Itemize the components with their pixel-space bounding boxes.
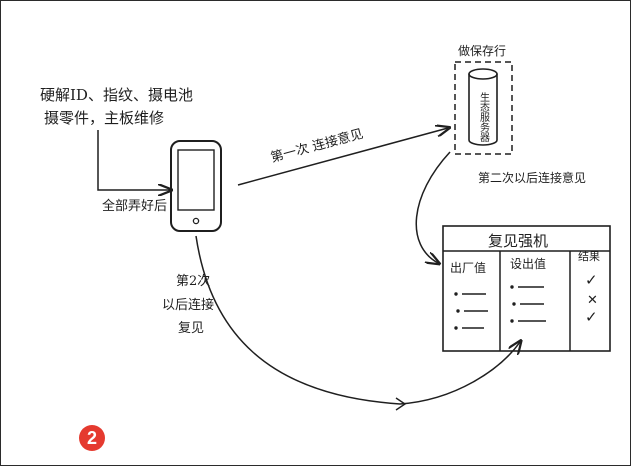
step-badge: 2 (79, 425, 105, 451)
server-cylinder-text: 生态服务器 (478, 91, 490, 143)
result-mark-2: ✕ (587, 293, 598, 308)
server-side-label: 第二次以后连接意见 (478, 170, 586, 185)
phone-to-table-arrow (195, 235, 520, 405)
result-mark-3: ✓ (585, 308, 598, 326)
table-placeholder-marks (454, 285, 546, 330)
second-connect-label-2: 以后连接 (162, 297, 214, 313)
table-col-measured: 设出值 (510, 256, 546, 271)
table-col-result: 结果 (578, 250, 600, 263)
mid-arrow-mark (395, 397, 407, 411)
phone-to-server-arrow (237, 128, 448, 186)
table-title: 复见强机 (488, 232, 548, 250)
second-connect-label-3: 复见 (178, 321, 204, 336)
server-to-table-arrow (415, 151, 451, 263)
notes-to-phone-arrow (97, 130, 170, 190)
table-col-factory: 出厂值 (450, 260, 486, 275)
comparison-table (442, 225, 611, 352)
server-top-label: 做保存行 (458, 43, 506, 58)
database-icon (468, 68, 498, 146)
hardware-note-line1: 硬解ID、指纹、摄电池 (40, 86, 193, 104)
first-connect-label: 第一次 连接意见 (269, 126, 365, 166)
hardware-note-line2: 摄零件，主板维修 (44, 109, 164, 127)
server-dashed-box (454, 61, 513, 155)
result-mark-1: ✓ (585, 271, 598, 289)
second-connect-label-1: 第2次 (176, 273, 210, 289)
phone-icon (170, 140, 222, 232)
full-report-label: 全部弄好后 (102, 198, 167, 214)
